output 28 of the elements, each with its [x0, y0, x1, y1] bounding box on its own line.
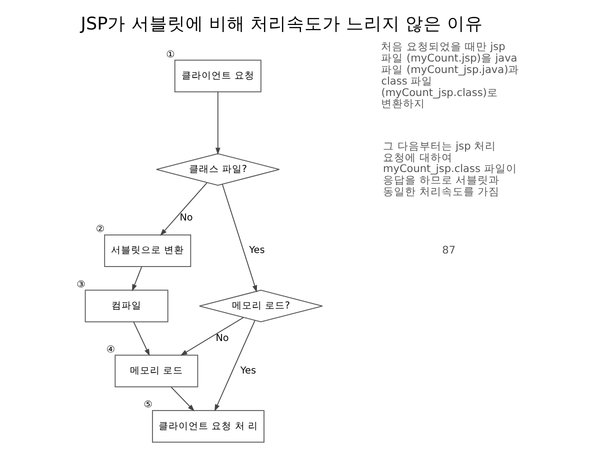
arrow — [132, 266, 142, 292]
node-label: ④ — [106, 344, 115, 356]
edge-label: No — [179, 212, 192, 224]
node-diamond: 메모리 로드? — [198, 290, 322, 322]
node-label: ② — [95, 224, 104, 236]
node-box: 서블릿으로 변환 — [104, 234, 191, 267]
node-box: 메모리 로드 — [114, 354, 198, 388]
diagram-title: JSP가 서블릿에 비해 처리속도가 느리지 않은 이유 — [80, 14, 483, 34]
label: 87 — [442, 244, 456, 256]
edge-label: Yes — [248, 245, 264, 256]
node-label: ⑤ — [143, 400, 152, 411]
node-box: 컴파일 — [84, 290, 168, 322]
arrow — [160, 182, 207, 236]
edge-label: No — [215, 332, 228, 344]
node-label: ① — [166, 49, 174, 60]
arrow — [180, 317, 244, 356]
edge-label: Yes — [240, 365, 256, 376]
node-diamond: 클래스 파일? — [156, 153, 280, 186]
label: 그 다음부터는 jsp 처리 요청에 대하여 myCount_jsp.class 파일이 응답을 하므로 서블릿과 동일한 처리속도를 가짐 — [382, 140, 516, 198]
node-box: 클라이언트 요청 — [174, 60, 261, 92]
label: 처음 요청되었을 때만 jsp 파일 (myCount.jsp)을 java 파일 (myCount_jsp.java)과 class 파일 (myCount_jsp.class)로 변환하지 — [380, 41, 519, 110]
arrow — [132, 321, 150, 356]
node-label: ③ — [76, 279, 85, 290]
arrow — [214, 320, 255, 412]
arrow — [214, 92, 220, 155]
arrow — [170, 386, 194, 412]
arrow — [221, 184, 257, 292]
node-box: 클라이언트 요청 처 리 — [152, 410, 264, 443]
